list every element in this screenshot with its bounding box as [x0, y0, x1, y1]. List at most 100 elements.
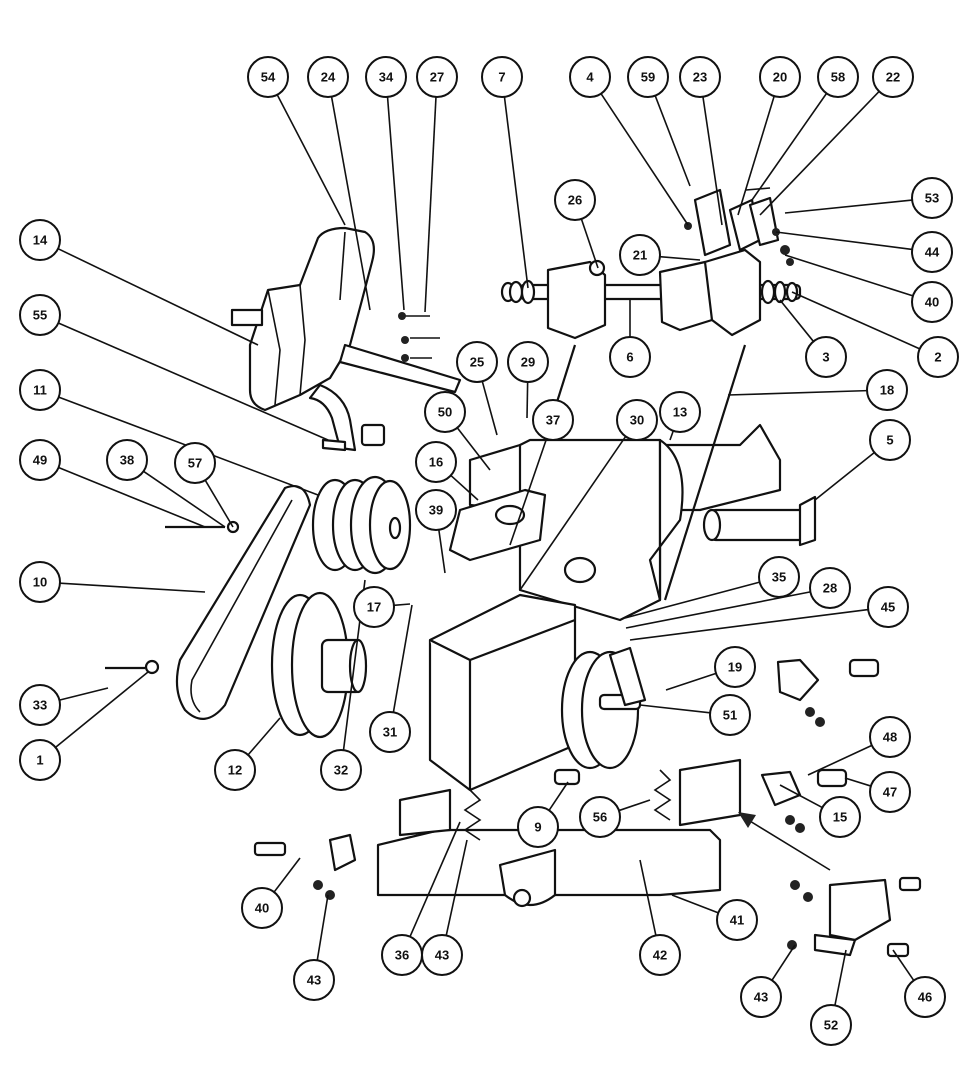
callout-55: 55: [19, 294, 61, 336]
hardware-bottom-right: [787, 876, 922, 958]
callout-20: 20: [759, 56, 801, 98]
leader-line-55: [58, 322, 329, 441]
main-frame: [468, 423, 782, 622]
callout-10: 10: [19, 561, 61, 603]
leader-line-47: [844, 777, 872, 787]
callout-43: 43: [421, 934, 463, 976]
callout-number: 52: [824, 1018, 838, 1033]
callout-circle: [19, 684, 61, 726]
callout-40: 40: [241, 887, 283, 929]
callout-number: 25: [470, 355, 484, 370]
callout-number: 37: [546, 413, 560, 428]
top-shaft-assembly: [500, 248, 802, 340]
callout-number: 28: [823, 581, 837, 596]
callout-circle: [365, 56, 407, 98]
leader-line-12: [247, 717, 281, 756]
leader-line-52: [834, 949, 847, 1006]
callout-number: 36: [395, 948, 409, 963]
callout-number: 42: [653, 948, 667, 963]
callout-58: 58: [817, 56, 859, 98]
callout-number: 22: [886, 70, 900, 85]
leader-line-39: [438, 529, 446, 574]
callout-circle: [579, 796, 621, 838]
callout-33: 33: [19, 684, 61, 726]
callout-40: 40: [911, 281, 953, 323]
arrow-to-52: [738, 812, 831, 871]
callout-26: 26: [554, 179, 596, 221]
callout-number: 27: [430, 70, 444, 85]
leader-line-49: [58, 466, 206, 528]
callout-37: 37: [532, 399, 574, 441]
callout-circle: [809, 567, 851, 609]
leader-line-7: [503, 96, 529, 289]
callout-15: 15: [819, 796, 861, 838]
leader-line-14: [57, 247, 259, 346]
callout-46: 46: [904, 976, 946, 1018]
callout-56: 56: [579, 796, 621, 838]
callout-circle: [911, 231, 953, 273]
hardware-right: [760, 658, 880, 833]
callout-24: 24: [307, 56, 349, 98]
callout-circle: [819, 796, 861, 838]
callout-circle: [416, 56, 458, 98]
callout-circle: [456, 341, 498, 383]
leader-line-23: [702, 96, 723, 226]
callout-circle: [911, 177, 953, 219]
callout-circle: [19, 369, 61, 411]
callout-number: 30: [630, 413, 644, 428]
callout-number: 59: [641, 70, 655, 85]
callout-number: 18: [880, 383, 894, 398]
callout-42: 42: [639, 934, 681, 976]
callout-number: 40: [255, 901, 269, 916]
callout-25: 25: [456, 341, 498, 383]
callout-number: 32: [334, 763, 348, 778]
callout-number: 51: [723, 708, 737, 723]
callout-circle: [616, 399, 658, 441]
callout-circle: [320, 749, 362, 791]
callout-circle: [532, 399, 574, 441]
callout-number: 14: [33, 233, 48, 248]
callout-circle: [917, 336, 959, 378]
leader-line-48: [807, 744, 873, 776]
callout-number: 12: [228, 763, 242, 778]
callout-number: 55: [33, 308, 47, 323]
callout-19: 19: [714, 646, 756, 688]
leader-line-34: [386, 96, 405, 311]
leader-line-38: [143, 470, 226, 528]
leader-line-3: [779, 299, 815, 342]
callout-circle: [869, 771, 911, 813]
leader-line-4: [600, 93, 689, 226]
callout-circle: [869, 419, 911, 461]
callout-circle: [19, 219, 61, 261]
callout-57: 57: [174, 442, 216, 484]
callout-circle: [19, 294, 61, 336]
callout-number: 53: [925, 191, 939, 206]
leader-line-43: [316, 894, 329, 961]
callout-31: 31: [369, 711, 411, 753]
callout-number: 43: [435, 948, 449, 963]
leader-line-50: [456, 427, 491, 471]
callout-circle: [569, 56, 611, 98]
callout-circle: [554, 179, 596, 221]
guard-bolts: [398, 312, 440, 362]
callout-6: 6: [609, 336, 651, 378]
leader-line-42: [639, 859, 657, 936]
callout-number: 38: [120, 453, 134, 468]
callout-number: 26: [568, 193, 582, 208]
callout-14: 14: [19, 219, 61, 261]
callout-43: 43: [293, 959, 335, 1001]
leader-line-37: [509, 438, 548, 546]
leader-line-13: [669, 430, 675, 441]
callout-30: 30: [616, 399, 658, 441]
callout-number: 57: [188, 456, 202, 471]
leader-line-16: [450, 474, 479, 501]
leader-line-5: [814, 451, 875, 501]
callout-number: 31: [383, 725, 397, 740]
callout-circle: [415, 489, 457, 531]
leader-line-31: [392, 604, 413, 713]
callout-circle: [307, 56, 349, 98]
callout-circle: [619, 234, 661, 276]
leader-line-54: [276, 94, 346, 226]
